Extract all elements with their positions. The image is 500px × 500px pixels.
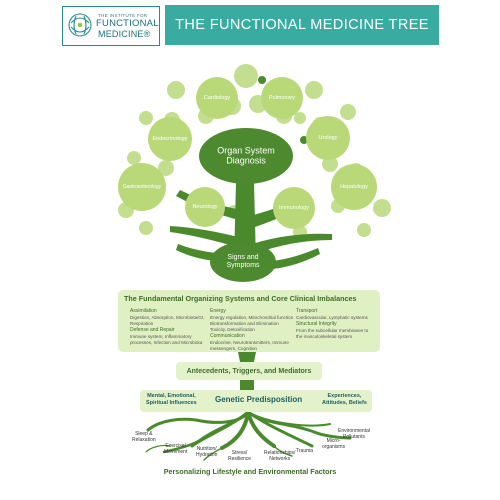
root-environmental-line2: Pollutants <box>343 434 365 441</box>
genetic-left-label: Mental, Emotional, Spiritual Influences <box>146 393 197 407</box>
root-micro-label: Micro- organisms <box>322 438 345 451</box>
genetic-right-line1: Experiences, <box>327 393 362 399</box>
root-micro-line2: organisms <box>322 444 346 451</box>
root-exercise-line1: Exercise/ <box>165 443 186 449</box>
transport-heading: Transport <box>296 308 318 314</box>
defense-text-2: processes, Infection and Microbiota <box>130 340 203 346</box>
root-sleep-line1: Sleep & <box>135 431 153 437</box>
structural-text-1: From the subcellular membranes to <box>296 327 369 333</box>
root-trauma-label: Trauma <box>296 448 314 454</box>
root-environmental-label: Environmental Pollutants <box>338 428 370 441</box>
structural-heading: Structural Integrity <box>296 320 337 327</box>
endocrinology-leaf <box>148 117 192 161</box>
root-relationships-line2: Networks <box>269 456 291 463</box>
tree-roots <box>145 410 352 461</box>
immunology-leaf <box>273 187 315 229</box>
cardiology-leaf <box>196 77 238 119</box>
signs-line2: Symptoms <box>226 262 260 269</box>
genetic-box <box>140 390 372 412</box>
defense-heading: Defense and Repair <box>130 327 175 334</box>
energy-heading: Energy <box>210 308 226 314</box>
assimilation-text-1: Digestion, Absorption, Microbiota/GI, <box>130 314 205 320</box>
genetic-right-line2: Attitudes, Beliefs <box>322 399 367 406</box>
root-micro-line1: Micro- <box>326 438 341 444</box>
genetic-left-line1: Mental, Emotional, <box>147 393 196 399</box>
logo-text-institute: THE INSTITUTE FOR <box>98 13 148 18</box>
hepatology-label: Hepatology <box>340 184 368 190</box>
assimilation-text-2: Respiration <box>130 320 154 326</box>
assimilation-heading: Assimilation <box>130 308 157 314</box>
diagnosis-label: Organ System Diagnosis <box>217 146 275 167</box>
structural-text-2: the musculoskeletal system <box>296 333 353 339</box>
pulmonary-label: Pulmonary <box>268 95 296 101</box>
root-exercise-line2: Movement <box>164 449 188 456</box>
signs-line1: Signs and <box>227 253 259 261</box>
antecedents-box <box>176 362 322 380</box>
pulmonary-leaf <box>261 77 303 119</box>
endocrinology-label: Endocrinology <box>152 136 188 142</box>
fundamental-systems-box <box>118 290 380 352</box>
logo-text-functional: FUNCTIONAL <box>96 18 159 29</box>
transport-text-1: Cardiovascular, Lymphatic systems <box>296 314 368 320</box>
communication-heading: Communication <box>210 333 245 340</box>
fundamental-col-1: Assimilation Digestion, Absorption, Micr… <box>130 308 205 346</box>
signs-label: Signs and Symptoms <box>226 254 259 270</box>
urology-label: Urology <box>318 135 338 141</box>
root-nutrition-line1: Nutrition/ <box>196 446 217 452</box>
root-stress-line1: Stress/ <box>231 450 248 456</box>
fundamental-col-3: Transport Cardiovascular, Lymphatic syst… <box>296 308 368 340</box>
gastroenterology-leaf <box>118 163 166 211</box>
hepatology-leaf <box>331 164 377 210</box>
genetic-left-line2: Spiritual Influences <box>146 399 197 406</box>
energy-text-2: Biotransformation and Elimination <box>210 320 279 326</box>
diagnosis-line1: Organ System <box>217 145 275 156</box>
root-stress-label: Stress/ Resilience <box>228 450 251 463</box>
energy-text-3: Toxicity, Detoxification <box>210 327 255 333</box>
logo-text-medicine: MEDICINE® <box>98 29 151 39</box>
diagnosis-line2: Diagnosis <box>226 156 266 166</box>
defense-text-1: Immune system, Inflammatory <box>130 333 192 339</box>
page-title: THE FUNCTIONAL MEDICINE TREE <box>175 17 429 33</box>
communication-text-1: Endocrine, Neurotransmitters, Immune <box>210 340 289 346</box>
root-relationships-label: Relationships/ Networks <box>264 450 295 463</box>
fundamental-col-2: Energy Energy regulation, Mitochondrial … <box>210 308 293 352</box>
fundamental-title: The Fundamental Organizing Systems and C… <box>124 294 357 303</box>
root-sleep-label: Sleep & Relaxation <box>132 431 156 444</box>
urology-leaf <box>306 116 350 160</box>
root-sleep-line2: Relaxation <box>132 437 156 444</box>
signs-ellipse <box>210 242 276 282</box>
energy-text-1: Energy regulation, Mitochondrial functio… <box>210 314 294 320</box>
root-stress-line2: Resilience <box>228 456 252 463</box>
antecedents-label: Antecedents, Triggers, and Mediators <box>186 367 312 375</box>
communication-text-2: messengers, Cognition <box>210 346 257 352</box>
root-nutrition-label: Nutrition/ Hydration <box>196 446 217 459</box>
genetic-predisposition-label: Genetic Predisposition <box>215 395 303 404</box>
root-nutrition-line2: Hydration <box>196 452 218 459</box>
diagnosis-ellipse <box>199 128 293 184</box>
genetic-right-label: Experiences, Attitudes, Beliefs <box>322 393 367 407</box>
neurology-label: Neurology <box>192 204 218 210</box>
header-bar <box>165 5 439 45</box>
logo-mark-icon <box>68 13 92 37</box>
immunology-label: Immunology <box>279 205 309 211</box>
gastroenterology-label: Gastroenterology <box>122 184 162 190</box>
footer-caption: Personalizing Lifestyle and Environmenta… <box>163 467 337 476</box>
cardiology-label: Cardiology <box>203 95 231 101</box>
neurology-leaf <box>185 187 225 227</box>
root-exercise-label: Exercise/ Movement <box>164 443 187 456</box>
root-environmental-line1: Environmental <box>338 428 370 434</box>
root-relationships-line1: Relationships/ <box>264 450 296 456</box>
